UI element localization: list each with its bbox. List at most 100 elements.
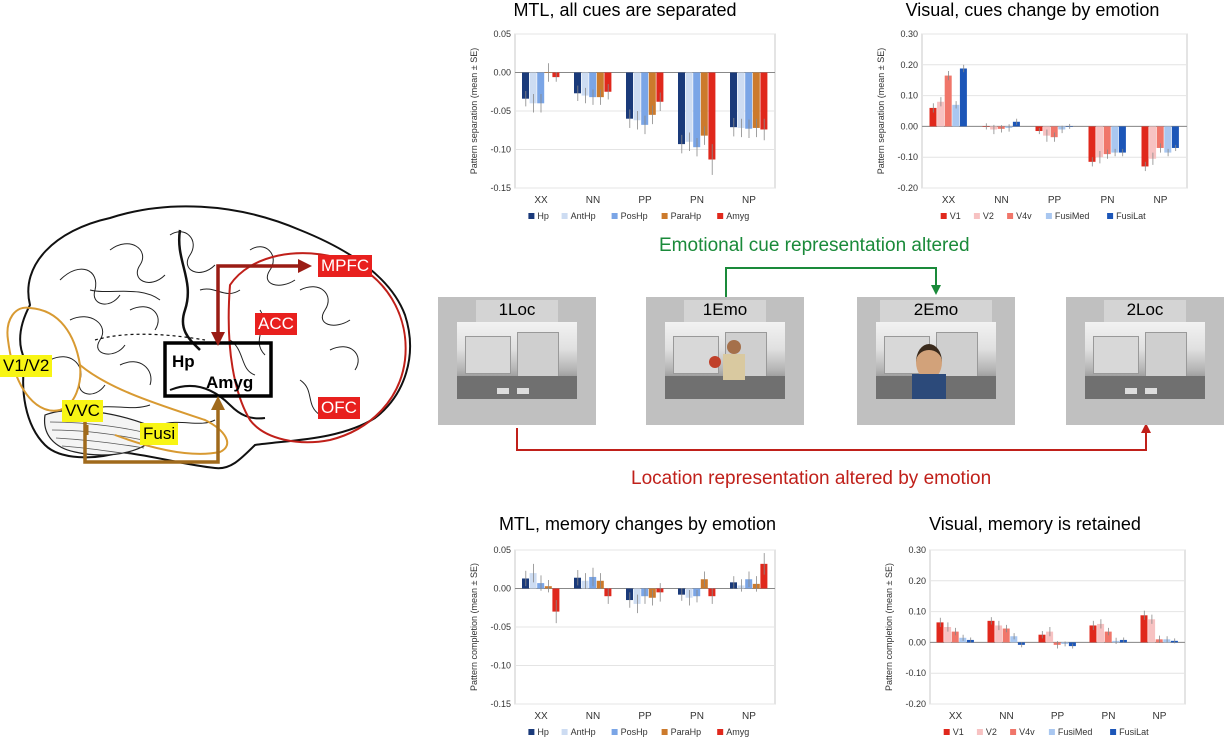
- legend-swatch: [973, 213, 980, 219]
- chart-title-visual-separation: Visual, cues change by emotion: [905, 0, 1160, 20]
- y-tick-label: -0.15: [490, 699, 511, 709]
- legend-label: ParaHp: [671, 727, 702, 737]
- panel-label: 1Loc: [476, 300, 558, 322]
- y-tick-label: -0.10: [905, 668, 926, 678]
- legend-swatch: [561, 213, 568, 219]
- bar-hp-np: [730, 72, 737, 128]
- legend-label: V1: [953, 727, 964, 737]
- legend-swatch: [661, 213, 668, 219]
- legend-swatch: [1110, 729, 1117, 735]
- bar-fusilat-np: [1171, 126, 1179, 148]
- legend-swatch: [528, 729, 535, 735]
- legend-label: Amyg: [726, 727, 749, 737]
- x-tick-label: NN: [586, 711, 600, 722]
- stimulus-panel-2loc: 2Loc: [1066, 297, 1224, 425]
- y-tick-label: 0.10: [900, 91, 918, 101]
- vvc-label: VVC: [62, 400, 103, 422]
- bar-v2-pp: [1046, 631, 1054, 643]
- bar-fusilat-pn: [1118, 126, 1126, 153]
- legend-swatch: [561, 729, 568, 735]
- y-tick-label: 0.00: [493, 68, 511, 78]
- bar-v2-np: [1149, 126, 1157, 159]
- bar-hp-nn: [574, 72, 581, 94]
- bar-v1-xx: [936, 622, 944, 643]
- street-scene-photo: [1085, 322, 1205, 399]
- stimulus-panel-1emo: 1Emo: [646, 297, 804, 425]
- legend-label: FusiLat: [1116, 211, 1146, 221]
- legend-label: FusiLat: [1119, 727, 1149, 737]
- legend-swatch: [940, 213, 947, 219]
- bar-fusimed-pn: [1111, 126, 1119, 153]
- y-tick-label: 0.05: [493, 29, 511, 39]
- bar-anthp-np: [737, 72, 745, 128]
- bar-poshp-xx: [537, 72, 545, 104]
- y-axis-label: Pattern separation (mean ± SE): [469, 48, 479, 175]
- legend-label: V4v: [1019, 727, 1035, 737]
- bar-v4v-pn: [1103, 126, 1111, 155]
- bar-parahp-pp: [648, 72, 656, 115]
- legend-swatch: [717, 213, 724, 219]
- bar-anthp-pn: [685, 72, 693, 142]
- panel-label: 2Emo: [880, 300, 992, 322]
- mpfc-label: MPFC: [318, 255, 373, 277]
- x-tick-label: XX: [534, 711, 548, 722]
- bar-poshp-pn: [693, 72, 701, 148]
- bar-anthp-pp: [633, 72, 641, 121]
- y-tick-label: -0.15: [490, 183, 511, 193]
- bar-v2-pn: [1097, 623, 1105, 643]
- bar-poshp-np: [745, 72, 753, 129]
- bar-v1-np: [1141, 126, 1149, 167]
- x-tick-label: PP: [1051, 711, 1065, 722]
- bar-amyg-pp: [656, 72, 664, 102]
- bar-parahp-np: [752, 72, 760, 128]
- bar-v2-pn: [1096, 126, 1104, 158]
- y-tick-label: 0.00: [908, 637, 926, 647]
- x-tick-label: PN: [690, 195, 704, 206]
- bar-v1-xx: [929, 107, 937, 127]
- legend-label: PosHp: [621, 211, 648, 221]
- bar-v2-xx: [937, 101, 945, 127]
- bar-v4v-np: [1156, 126, 1164, 148]
- bar-poshp-pp: [641, 72, 649, 125]
- panel-label: 2Loc: [1104, 300, 1186, 322]
- x-tick-label: XX: [942, 195, 956, 206]
- bar-parahp-nn: [596, 72, 604, 98]
- street-scene-photo: [457, 322, 577, 399]
- legend-swatch: [717, 729, 724, 735]
- bar-v2-nn: [995, 625, 1003, 643]
- fusi-label: Fusi: [140, 423, 179, 445]
- bar-hp-pn: [678, 72, 685, 145]
- acc-label: ACC: [255, 313, 297, 335]
- bar-anthp-xx: [529, 72, 537, 104]
- x-tick-label: PP: [1048, 195, 1062, 206]
- y-tick-label: -0.05: [490, 622, 511, 632]
- legend-label: Amyg: [726, 211, 749, 221]
- bar-v1-pn: [1088, 126, 1096, 162]
- bar-amyg-xx: [552, 588, 560, 612]
- x-tick-label: PN: [1101, 195, 1115, 206]
- legend-swatch: [528, 213, 535, 219]
- legend-label: FusiMed: [1058, 727, 1093, 737]
- panel-label: 1Emo: [684, 300, 766, 322]
- bar-v4v-nn: [1002, 628, 1010, 643]
- man-figure: [727, 340, 741, 354]
- x-tick-label: NN: [586, 195, 600, 206]
- location-connector: [516, 428, 1147, 451]
- legend-swatch: [1045, 213, 1052, 219]
- y-tick-label: 0.00: [900, 121, 918, 131]
- legend-swatch: [1007, 213, 1014, 219]
- y-tick-label: -0.05: [490, 106, 511, 116]
- chart-title-visual-completion: Visual, memory is retained: [929, 514, 1141, 534]
- x-tick-label: XX: [534, 195, 548, 206]
- chart-title-mtl-completion: MTL, memory changes by emotion: [498, 514, 777, 534]
- stimulus-panel-2emo: 2Emo: [857, 297, 1015, 425]
- mtl-to-prefrontal-connection: [216, 264, 300, 335]
- bar-v4v-xx: [944, 75, 952, 127]
- bar-fusimed-xx: [952, 104, 960, 127]
- legend-swatch: [611, 729, 618, 735]
- legend-label: Hp: [537, 211, 549, 221]
- legend-label: PosHp: [621, 727, 648, 737]
- legend-swatch: [1010, 729, 1017, 735]
- x-tick-label: NP: [742, 711, 756, 722]
